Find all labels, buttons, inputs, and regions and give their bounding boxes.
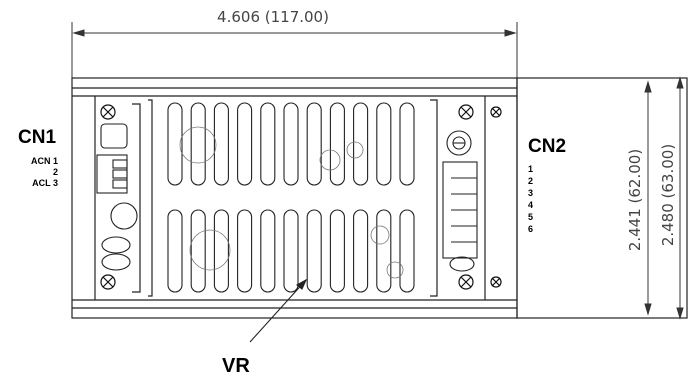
cn1-pin-label: 2	[53, 167, 58, 177]
screw-icon	[490, 276, 502, 288]
vr-leader-line	[249, 279, 307, 343]
screws	[100, 104, 502, 290]
vent-slot	[376, 209, 392, 293]
cn1-housing	[96, 154, 128, 194]
vent-slot	[237, 209, 253, 293]
vent-slot	[283, 209, 299, 293]
cn2-latch	[449, 256, 475, 272]
vent-slot	[329, 209, 345, 293]
cn2-pin-label: 6	[528, 224, 533, 234]
vent-slot	[376, 102, 392, 186]
vent-slot	[260, 209, 276, 293]
capacitor-icon	[110, 202, 138, 230]
vent-slot	[306, 209, 322, 293]
arrow-left-icon	[72, 29, 85, 37]
screw-icon	[490, 106, 502, 118]
chassis	[71, 77, 518, 319]
vent-slot	[213, 102, 229, 186]
arrow-down-icon	[676, 307, 684, 320]
cn1-fuse	[100, 123, 128, 149]
potentiometer-icon	[446, 130, 472, 156]
screw-icon	[458, 274, 474, 290]
cn1-pin-label: ACL 3	[32, 178, 58, 188]
vent-slot	[260, 102, 276, 186]
cn1-pin-slot	[112, 159, 128, 169]
screw-icon	[458, 104, 474, 120]
arrow-right-icon	[504, 29, 517, 37]
vent-slot	[306, 102, 322, 186]
arrow-up-icon	[644, 80, 652, 93]
arrow-icon	[296, 278, 308, 290]
vent-slot	[329, 102, 345, 186]
side-extension-box	[516, 77, 688, 319]
height-dimensions	[644, 76, 684, 320]
cn1-title: CN1	[18, 127, 56, 148]
cn1-connector	[96, 123, 138, 271]
component-outline	[370, 225, 390, 245]
right-bracket	[430, 99, 438, 297]
height-inner-text: 2.441 (62.00)	[626, 149, 644, 251]
vent-slot	[190, 102, 206, 186]
cn2-pin-label: 1	[528, 164, 533, 174]
component-outline	[189, 229, 231, 271]
width-dimension	[71, 22, 518, 95]
vr-leader	[249, 278, 308, 343]
cn1-pin-slot	[112, 169, 128, 179]
component-outline	[346, 141, 364, 159]
screw-icon	[100, 104, 116, 120]
vent-slot	[353, 102, 369, 186]
component-outline	[179, 126, 217, 164]
height-outer-text: 2.480 (63.00)	[659, 144, 677, 246]
left-bracket-flange	[148, 99, 153, 297]
side-extension	[516, 77, 688, 319]
vent-slot	[167, 209, 183, 293]
arrow-down-icon	[644, 303, 652, 316]
cn2-pin-label: 4	[528, 200, 533, 210]
cn2-pin-label: 3	[528, 188, 533, 198]
ventilation-slots	[167, 102, 415, 293]
vent-slot	[237, 102, 253, 186]
cn2-pin-label: 5	[528, 212, 533, 222]
component-outline	[386, 261, 404, 279]
cn1-pin-slot	[112, 179, 128, 189]
vr-label: VR	[222, 355, 250, 377]
vent-slot	[213, 209, 229, 293]
cn2-pin-label: 2	[528, 176, 533, 186]
inductor-icon	[101, 236, 131, 254]
vent-slot	[283, 102, 299, 186]
vent-slot	[399, 102, 415, 186]
cn2-connector	[442, 130, 478, 272]
vent-slot	[167, 102, 183, 186]
chassis-outer	[71, 77, 518, 319]
cn2-title: CN2	[528, 136, 566, 157]
vent-slot	[190, 209, 206, 293]
width-dimension-text: 4.606 (117.00)	[217, 8, 329, 26]
inductor-icon	[101, 253, 131, 271]
screw-icon	[100, 274, 116, 290]
cn1-pin-label: ACN 1	[31, 156, 58, 166]
vent-slot	[399, 209, 415, 293]
arrow-up-icon	[676, 76, 684, 89]
left-bracket	[132, 103, 141, 293]
component-outline	[319, 149, 341, 171]
vent-slot	[353, 209, 369, 293]
